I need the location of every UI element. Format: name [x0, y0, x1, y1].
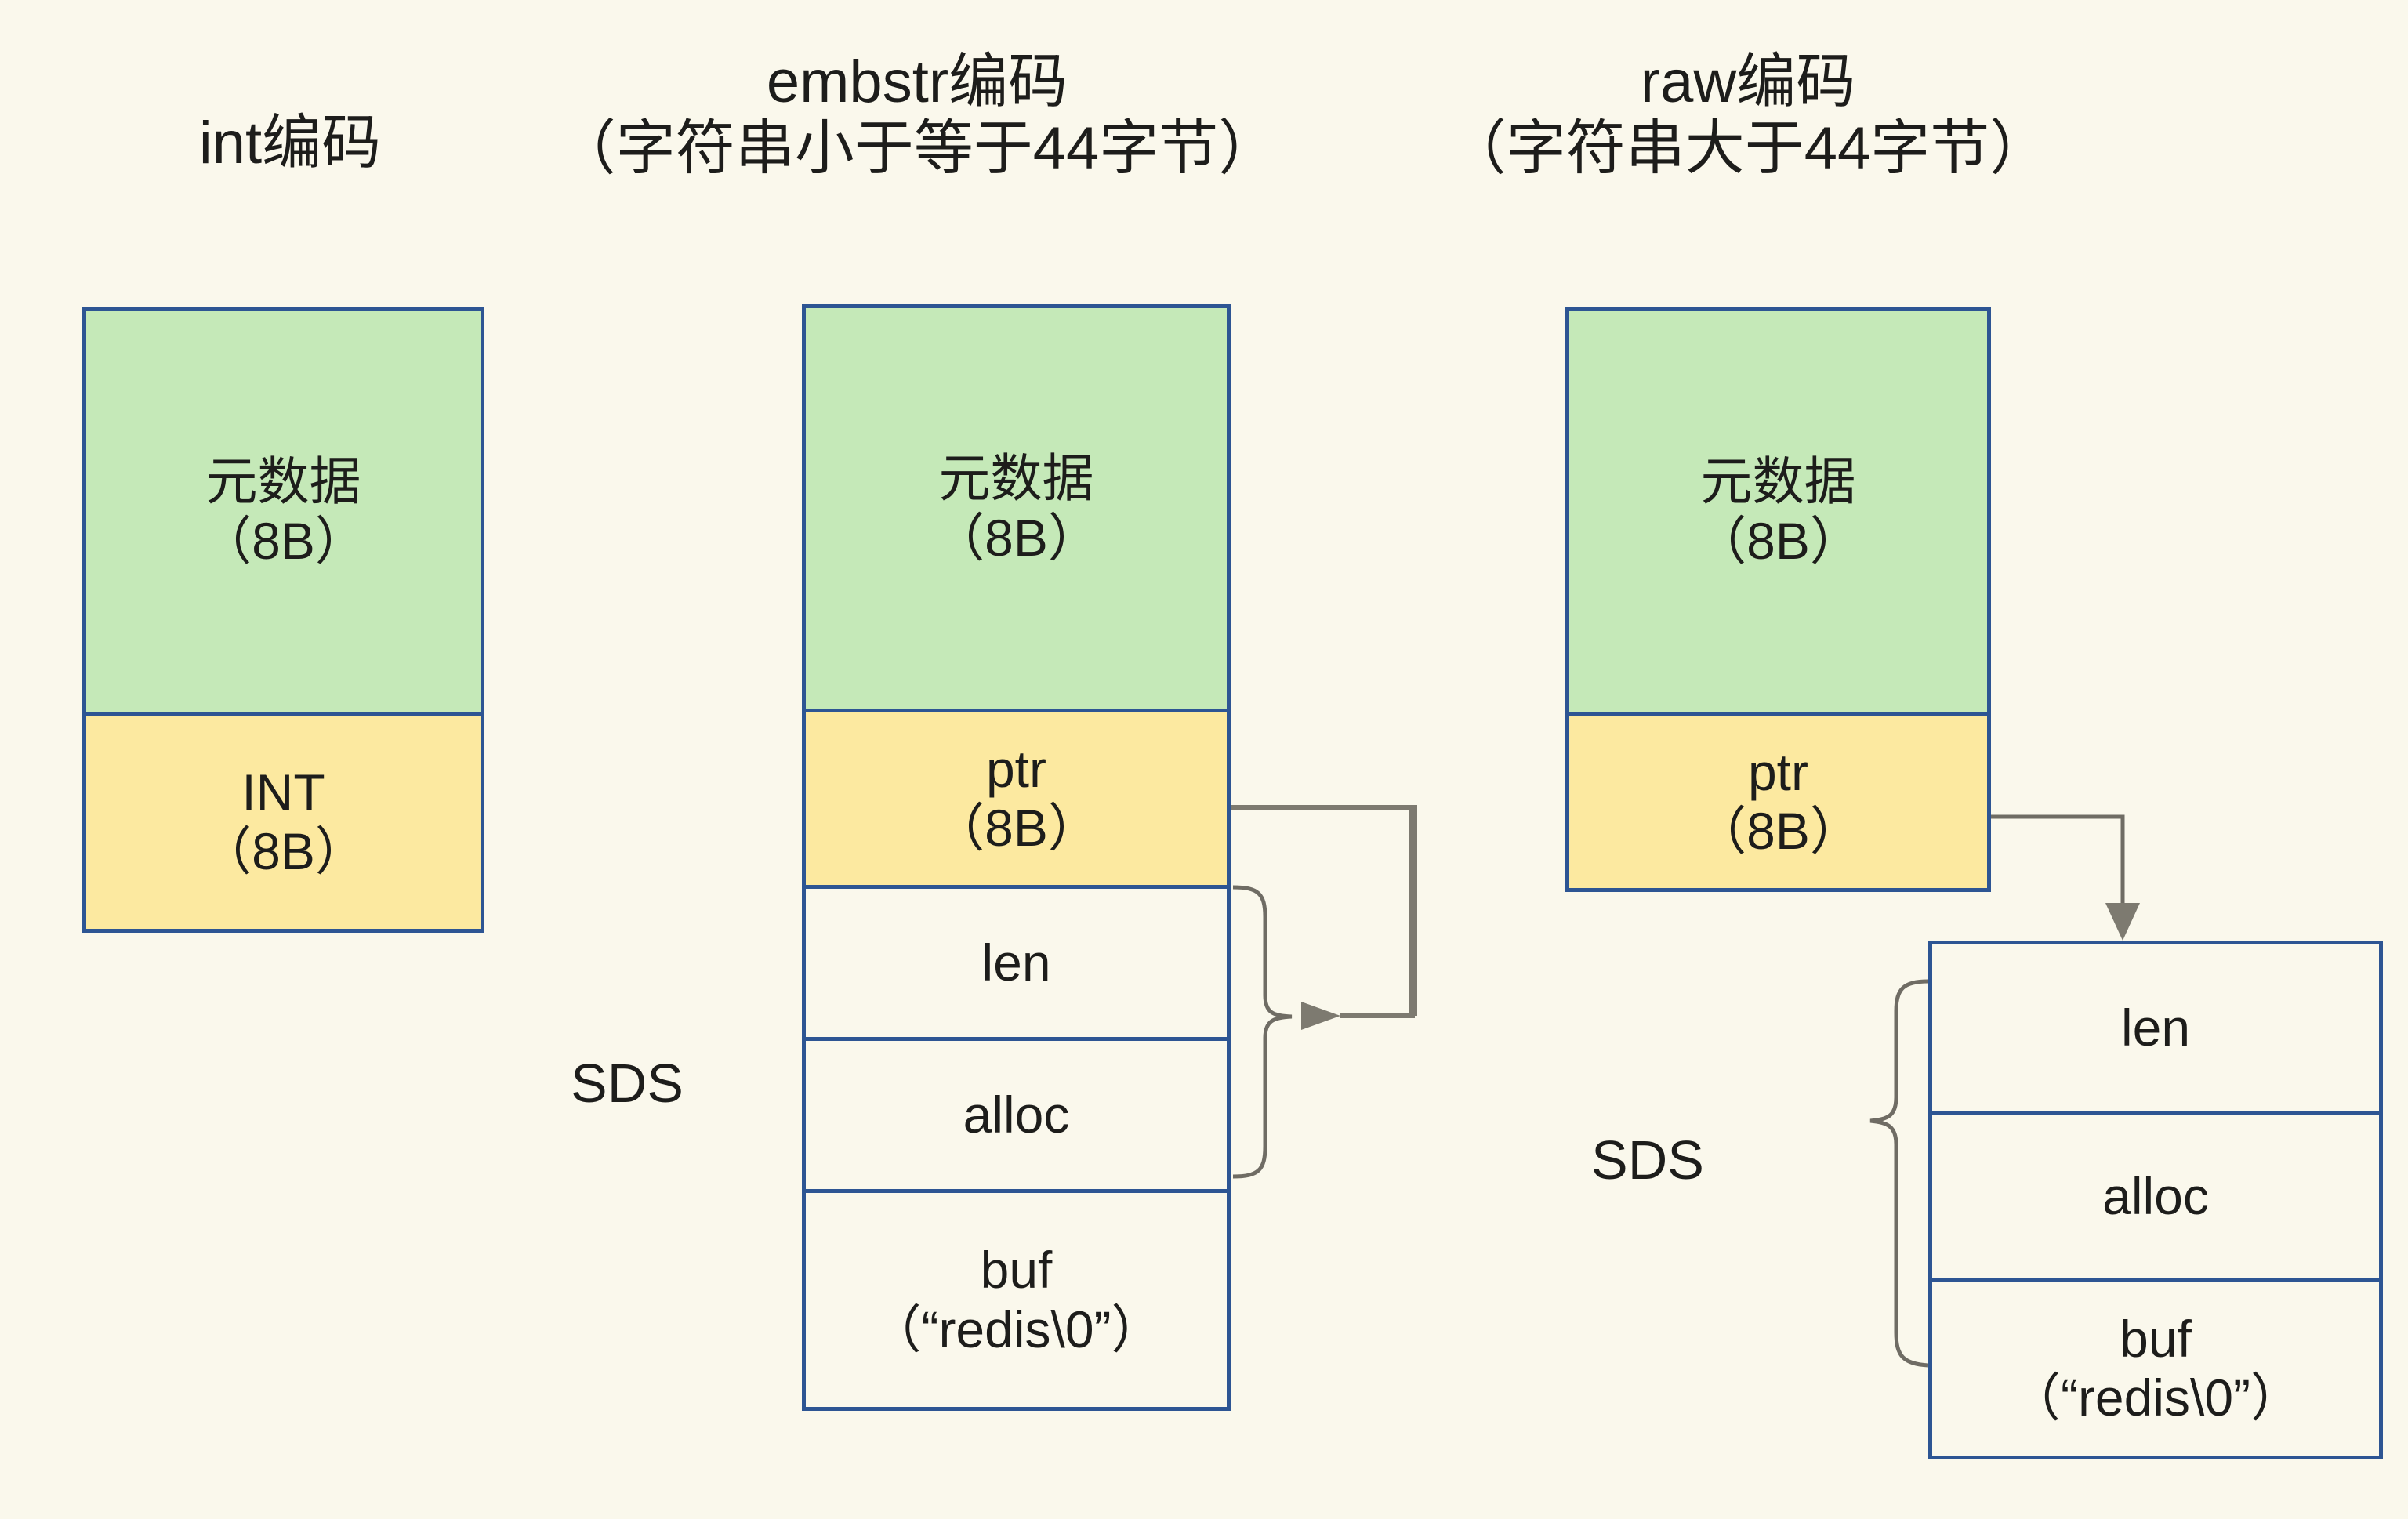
- raw-metadata-label: 元数据 （8B）: [1695, 452, 1862, 570]
- embstr-pointer-arrow: [1231, 805, 1417, 1030]
- raw-alloc-cell: alloc: [1928, 1111, 2383, 1282]
- embstr-buf-label: buf （“redis\0”）: [869, 1241, 1163, 1358]
- embstr-alloc-cell: alloc: [802, 1037, 1231, 1193]
- raw-pointer-cell: ptr （8B）: [1565, 712, 1991, 892]
- column-title-embstr-line2: （字符串小于等于44字节）: [556, 115, 1278, 183]
- int-metadata-label: 元数据 （8B）: [200, 452, 367, 570]
- embstr-len-cell: len: [802, 885, 1231, 1041]
- column-title-int: int编码: [0, 110, 580, 176]
- int-value-cell: INT （8B）: [82, 712, 484, 933]
- column-title-embstr-line1: embstr编码: [766, 49, 1068, 115]
- embstr-alloc-label: alloc: [963, 1085, 1070, 1144]
- embstr-pointer-label: ptr （8B）: [933, 739, 1100, 857]
- embstr-sds-brace: [1232, 885, 1293, 1179]
- raw-len-label: len: [2120, 998, 2191, 1057]
- raw-metadata-cell: 元数据 （8B）: [1565, 307, 1991, 716]
- column-title-raw-line1: raw编码: [1640, 49, 1856, 115]
- raw-sds-label: SDS: [1591, 1129, 1704, 1191]
- raw-alloc-label: alloc: [2102, 1166, 2209, 1225]
- embstr-metadata-label: 元数据 （8B）: [933, 449, 1100, 567]
- int-value-label: INT （8B）: [200, 763, 367, 880]
- embstr-pointer-cell: ptr （8B）: [802, 709, 1231, 889]
- int-metadata-cell: 元数据 （8B）: [82, 307, 484, 716]
- column-title-raw: raw编码 （字符串大于44字节）: [1333, 49, 2163, 182]
- column-title-int-line1: int编码: [198, 110, 382, 176]
- embstr-metadata-cell: 元数据 （8B）: [802, 304, 1231, 712]
- embstr-sds-label: SDS: [571, 1053, 684, 1114]
- raw-pointer-label: ptr （8B）: [1695, 742, 1862, 860]
- column-title-embstr: embstr编码 （字符串小于等于44字节）: [502, 49, 1333, 182]
- raw-buf-label: buf （“redis\0”）: [2008, 1309, 2303, 1427]
- embstr-len-label: len: [981, 933, 1051, 992]
- raw-sds-brace: [1869, 979, 1929, 1368]
- raw-pointer-arrow: [1991, 814, 2140, 941]
- raw-len-cell: len: [1928, 941, 2383, 1115]
- column-title-raw-line2: （字符串大于44字节）: [1446, 115, 2050, 183]
- embstr-buf-cell: buf （“redis\0”）: [802, 1189, 1231, 1411]
- raw-buf-cell: buf （“redis\0”）: [1928, 1278, 2383, 1459]
